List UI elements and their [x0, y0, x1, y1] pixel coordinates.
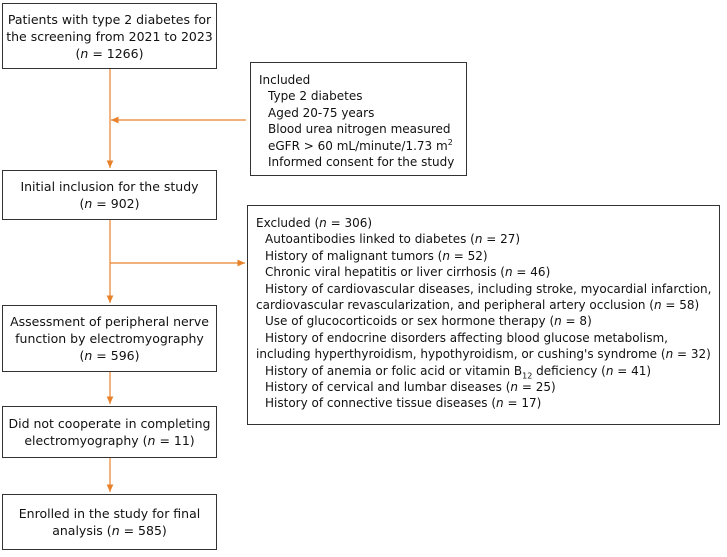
assessment-box: Assessment of peripheral nerve function …: [2, 305, 217, 372]
included-criterion: Blood urea nitrogen measured: [268, 122, 451, 137]
excluded-item: History of malignant tumors (n = 52): [265, 248, 488, 263]
enrolled-line2: analysis (n = 585): [52, 523, 167, 538]
screening-line1: Patients with type 2 diabetes for: [7, 11, 212, 27]
included-criterion: Type 2 diabetes: [268, 89, 363, 104]
initial-inclusion-box: Initial inclusion for the study (n = 902…: [2, 170, 217, 220]
included-title: Included: [259, 73, 311, 87]
included-box: Included Type 2 diabetes Aged 20-75 year…: [250, 62, 467, 176]
excluded-item-cardio-line2: cardiovascular revascularization, and pe…: [256, 298, 700, 313]
initial-count: (n = 902): [79, 196, 140, 211]
noncoop-line1: Did not cooperate in completing: [8, 416, 211, 431]
excluded-item: Autoantibodies linked to diabetes (n = 2…: [265, 232, 521, 247]
initial-line1: Initial inclusion for the study: [20, 179, 199, 194]
enrolled-box: Enrolled in the study for final analysis…: [2, 494, 217, 550]
included-criterion: Aged 20-75 years: [268, 105, 375, 120]
assessment-count: (n = 596): [79, 348, 140, 363]
excluded-box: Excluded (n = 306) Autoantibodies linked…: [247, 205, 720, 425]
excluded-item-cardio-line1: History of cardiovascular diseases, incl…: [265, 281, 712, 296]
excluded-item: Use of glucocorticoids or sex hormone th…: [265, 314, 592, 329]
excluded-item: Chronic viral hepatitis or liver cirrhos…: [265, 265, 551, 280]
excluded-title: Excluded (n = 306): [256, 216, 373, 230]
excluded-item: History of cervical and lumbar diseases …: [265, 380, 556, 395]
excluded-item-endocrine-line1: History of endocrine disorders affecting…: [265, 330, 668, 345]
assessment-line1: Assessment of peripheral nerve: [10, 314, 209, 329]
included-consent: Informed consent for the study: [268, 155, 455, 170]
screening-line2: the screening from 2021 to 2023: [6, 28, 213, 44]
included-egfr: eGFR > 60 mL/minute/1.73 m2: [268, 137, 453, 153]
excluded-item-anemia: History of anemia or folic acid or vitam…: [265, 363, 652, 381]
assessment-line2: function by electromyography: [15, 331, 204, 346]
screening-count: (n = 1266): [75, 45, 144, 61]
screening-box: Patients with type 2 diabetes for the sc…: [2, 3, 217, 69]
enrolled-line1: Enrolled in the study for final: [18, 506, 201, 521]
excluded-item-endocrine-line2: including hyperthyroidism, hypothyroidis…: [256, 347, 711, 362]
noncoop-line2: electromyography (n = 11): [24, 433, 195, 448]
excluded-item: History of connective tissue diseases (n…: [265, 396, 542, 411]
noncoop-box: Did not cooperate in completing electrom…: [2, 406, 217, 458]
